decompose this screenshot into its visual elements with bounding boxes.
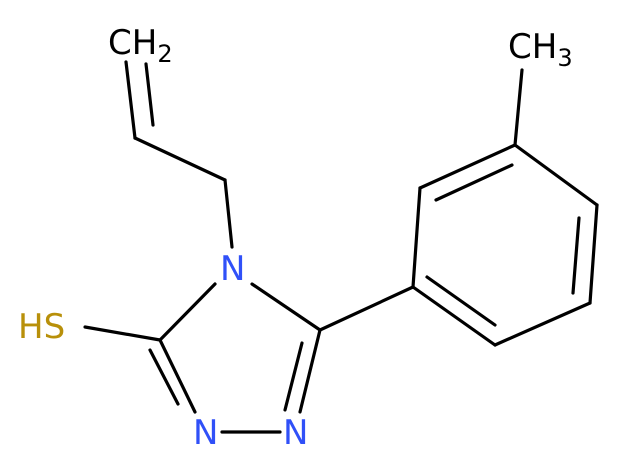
bond-c-ch2 [133,136,227,182]
bond-n4-c3 [158,282,217,342]
bond-ring [588,203,599,305]
bond-ring-inner [425,275,497,327]
atom-ch2: CH2 [108,23,173,68]
bond-n4-c5 [250,282,322,332]
atom-ch3: CH3 [508,27,573,72]
bond-c-c-double-inner [144,62,155,127]
bond-n2-c3 [158,338,197,414]
bond-ring-inner [434,163,514,202]
bond-ch2-n4 [223,178,234,249]
bond-c5-phenyl [318,285,415,332]
atom-sh: HS [18,307,65,347]
atom-n4: N [220,249,245,289]
bond-ring [513,143,599,207]
bond-c5-n1-inner [283,341,304,412]
bond-c-c-double [124,60,137,140]
bond-n2-c3-inner [148,348,180,406]
bond-methyl [513,68,524,147]
bond-ring [411,186,422,289]
bond-c5-n1 [298,328,322,414]
bond-ring [411,285,497,347]
bond-ring [493,301,592,347]
bonds [83,60,599,434]
bond-ring-inner [571,216,581,295]
bond-ring [418,143,517,190]
atom-n2: N [193,413,218,453]
atom-labels: CH2 CH3 HS N N N [18,23,573,453]
bond-c3-s [83,325,162,342]
atom-n1: N [283,413,308,453]
